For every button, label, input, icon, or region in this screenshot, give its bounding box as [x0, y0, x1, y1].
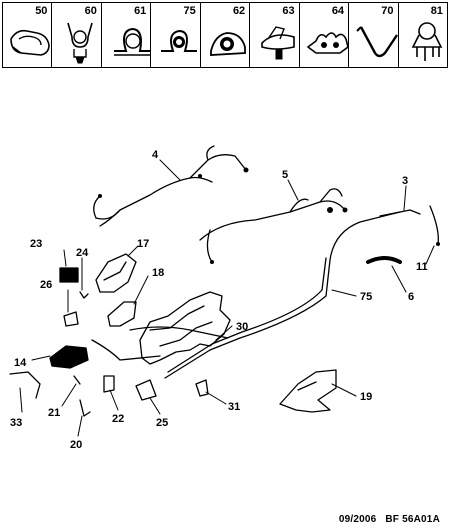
harness-75: [164, 211, 401, 379]
callout-30: 30: [236, 321, 248, 333]
callout-21: 21: [48, 407, 60, 419]
clip-number: 64: [331, 5, 345, 17]
callout-6: 6: [408, 291, 414, 303]
callout-31: 31: [228, 401, 240, 413]
clip-number: 62: [232, 5, 246, 17]
clip-60-icon: [67, 22, 94, 64]
callout-3: 3: [402, 175, 408, 187]
callout-23: 23: [30, 238, 42, 250]
clip-50-icon: [10, 29, 50, 56]
footer-reference: 09/2006 BF 56A01A: [339, 514, 440, 525]
harness-exploded-diagram: 4 5 3 23 24 17 11 26 18 75 6 30 14 19 33…: [9, 145, 440, 451]
clip-cell-75[interactable]: 75: [151, 3, 201, 67]
clip-63-icon: [261, 26, 295, 60]
callout-26: 26: [40, 279, 52, 291]
clip-legend-bar: 50 60 61 75 62: [2, 2, 448, 68]
module-14: [49, 345, 89, 369]
bracket-19: [279, 369, 337, 413]
clip-number: 63: [282, 5, 295, 17]
clip-cell-61[interactable]: 61: [102, 3, 152, 67]
clip-cell-50[interactable]: 50: [3, 3, 53, 67]
clip-cell-70[interactable]: 70: [349, 3, 399, 67]
callout-33: 33: [10, 417, 22, 429]
callout-22: 22: [112, 413, 124, 425]
part-20: [79, 399, 91, 417]
bracket-17: [95, 253, 137, 293]
bracket-33: [9, 371, 41, 399]
clip-cell-60[interactable]: 60: [52, 3, 102, 67]
clip-81-icon: [411, 22, 442, 61]
clip-number: 60: [84, 5, 97, 17]
tube-6: [366, 256, 402, 264]
callout-5: 5: [282, 169, 288, 181]
bracket-18: [107, 301, 137, 327]
clip-number: 70: [381, 5, 394, 17]
part-21: [73, 375, 81, 385]
callout-18: 18: [152, 267, 164, 279]
callout-25: 25: [156, 417, 168, 429]
callout-24: 24: [76, 247, 89, 259]
clip-number: 75: [183, 5, 196, 17]
part-23: [59, 267, 79, 283]
clip-number: 50: [35, 5, 48, 17]
part-31: [195, 379, 209, 397]
part-24: [79, 291, 89, 299]
clip-cell-64[interactable]: 64: [300, 3, 350, 67]
connector-11: [429, 205, 439, 245]
part-26: [63, 311, 79, 327]
harness-5: [199, 200, 346, 241]
part-22: [103, 375, 115, 393]
clip-cell-81[interactable]: 81: [399, 3, 447, 67]
clip-cell-62[interactable]: 62: [201, 3, 251, 67]
harness-30: [129, 326, 229, 339]
clip-62-icon: [209, 32, 246, 56]
body-panel: [139, 291, 231, 365]
part-25: [135, 379, 157, 401]
clip-number: 81: [430, 5, 443, 17]
callout-11: 11: [416, 261, 428, 273]
footer-date: 09/2006: [338, 514, 377, 525]
callout-4: 4: [152, 149, 159, 161]
callout-17: 17: [137, 238, 149, 250]
harness-4: [95, 154, 247, 220]
clip-61-icon: [113, 27, 150, 56]
callout-14: 14: [14, 357, 27, 369]
clip-cell-63[interactable]: 63: [250, 3, 300, 67]
clip-70-icon: [356, 26, 399, 58]
clip-75-icon: [161, 29, 198, 52]
callout-20: 20: [70, 439, 82, 451]
callout-75: 75: [360, 291, 372, 303]
footer-code: BF 56A01A: [385, 514, 440, 525]
clip-number: 61: [134, 5, 147, 17]
callout-19: 19: [360, 391, 372, 403]
clip-64-icon: [306, 32, 349, 54]
